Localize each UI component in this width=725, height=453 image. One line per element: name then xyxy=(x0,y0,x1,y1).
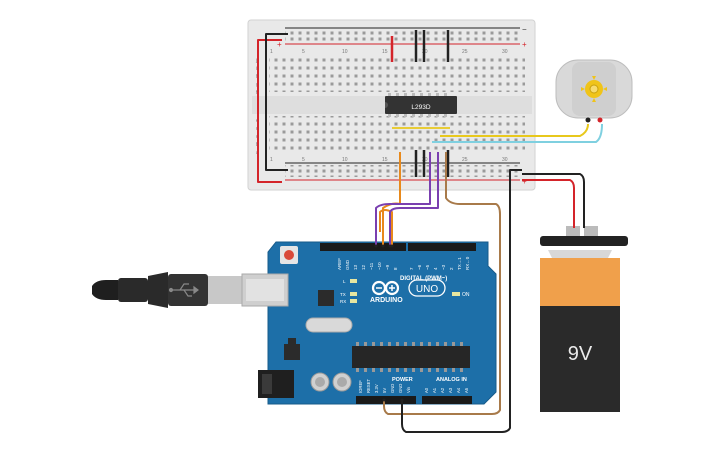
rail-minus-label: − xyxy=(522,25,527,34)
pin-label: A5 xyxy=(464,387,469,393)
pin-label: A4 xyxy=(456,387,461,393)
rail-plus-label: + xyxy=(522,40,527,49)
digital-label: DIGITAL (PWM~) xyxy=(400,276,447,282)
voltage-regulator xyxy=(284,344,300,360)
pin-label: GND xyxy=(398,384,403,393)
battery-9v[interactable]: 9V xyxy=(540,226,628,412)
rail-plus-label-left: + xyxy=(277,40,282,49)
dc-motor-icon[interactable] xyxy=(555,59,633,123)
atmega-microcontroller xyxy=(352,342,470,372)
digital-pin-header[interactable] xyxy=(320,243,476,251)
pin-label: A3 xyxy=(448,387,453,393)
reset-button[interactable] xyxy=(280,246,298,264)
usb-icon xyxy=(168,283,199,297)
column-number: 10 xyxy=(342,49,348,55)
rx-led xyxy=(350,299,357,303)
pin-label: 13 xyxy=(353,264,358,270)
column-number: 1 xyxy=(270,49,273,55)
terminal-strip-top[interactable] xyxy=(269,54,525,92)
chip-label: L293D xyxy=(411,104,430,111)
pin-label: 7 xyxy=(409,267,414,270)
dc-power-jack[interactable] xyxy=(258,370,294,398)
analog-label: ANALOG IN xyxy=(436,377,467,383)
wire-black-left-rail[interactable] xyxy=(265,33,288,171)
column-number: 15 xyxy=(382,157,388,163)
wire-orange[interactable] xyxy=(379,152,401,246)
l293d-chip[interactable]: L293D xyxy=(385,93,457,117)
battery-voltage-label: 9V xyxy=(568,343,593,365)
arduino-logo-text: ARDUINO xyxy=(370,297,403,304)
pin-label: GND xyxy=(390,384,395,393)
pin-label: ~9 xyxy=(385,264,390,270)
power-led xyxy=(452,292,460,296)
wire-motor-cyan[interactable] xyxy=(432,123,603,143)
pin-label: 3.3V xyxy=(374,384,379,393)
column-number: 30 xyxy=(502,49,508,55)
column-number: 30 xyxy=(502,157,508,163)
wire-motor-yellow[interactable] xyxy=(440,123,589,137)
pin-label: ~6 xyxy=(417,264,422,270)
usb-cable xyxy=(92,272,242,308)
column-number: 25 xyxy=(462,49,468,55)
wire-red-left-rail[interactable] xyxy=(257,39,282,183)
pin-label: A0 xyxy=(424,387,429,393)
pin-label: 5V xyxy=(382,388,387,393)
row-letter: j xyxy=(255,58,257,64)
wire-black-gnd[interactable] xyxy=(401,169,522,433)
pin-label: TX→1 xyxy=(457,257,462,270)
wires xyxy=(257,33,603,433)
on-label: ON xyxy=(462,292,470,298)
pin-label: Vin xyxy=(406,386,411,393)
column-number: 15 xyxy=(382,49,388,55)
pin-label: ~11 xyxy=(369,262,374,270)
pin-label: RESET xyxy=(366,379,371,393)
rx-led-label: RX xyxy=(340,299,346,304)
column-number: 1 xyxy=(270,157,273,163)
pin-label: RX←0 xyxy=(465,256,470,270)
crystal-oscillator xyxy=(305,317,353,333)
pin-label: IOREF xyxy=(358,380,363,393)
tx-led xyxy=(350,292,357,296)
uno-text: UNO xyxy=(416,284,438,295)
pin-label: ~3 xyxy=(441,264,446,270)
rail-plus-label-bottom: + xyxy=(522,177,527,186)
pin-label: 12 xyxy=(361,264,366,270)
column-number: 10 xyxy=(342,157,348,163)
l-led xyxy=(350,279,357,283)
l-led-label: L xyxy=(343,279,346,284)
pin-label: GND xyxy=(345,259,350,270)
column-number: 5 xyxy=(302,49,305,55)
breadboard-jumpers xyxy=(390,30,450,177)
power-pin-header[interactable] xyxy=(356,396,416,404)
top-power-rail[interactable]: − + + xyxy=(277,25,527,49)
column-number: 25 xyxy=(462,157,468,163)
wire-brown[interactable] xyxy=(383,152,501,415)
column-number: 5 xyxy=(302,157,305,163)
pin-label: A1 xyxy=(432,387,437,393)
bottom-power-rail[interactable]: + xyxy=(285,162,527,186)
uno-badge: UNO xyxy=(408,279,446,297)
pin-label: 4 xyxy=(433,267,438,270)
wire-battery-red[interactable] xyxy=(522,179,575,228)
arduino-uno-board[interactable]: AREF GND 13 12 ~11 ~10 ~9 8 7 ~6 ~5 4 ~3… xyxy=(92,241,497,405)
tx-led-label: TX xyxy=(340,292,346,297)
row-letter: i xyxy=(256,66,257,72)
power-label: POWER xyxy=(392,377,413,383)
pin-label: 8 xyxy=(393,267,398,270)
pin-label: A2 xyxy=(440,387,445,393)
pin-label: ~10 xyxy=(377,262,382,270)
wire-purple-2[interactable] xyxy=(389,152,439,246)
pin-label: ~5 xyxy=(425,264,430,270)
analog-pin-header[interactable] xyxy=(422,396,472,404)
wire-purple[interactable] xyxy=(375,152,431,246)
pin-label: AREF xyxy=(337,258,342,270)
pin-label: 2 xyxy=(449,267,454,270)
arduino-logo: ARDUINO xyxy=(370,280,403,304)
breadboard[interactable]: − + + + j i h g f e d c b a xyxy=(247,19,536,191)
usb-interface-chip xyxy=(318,290,334,306)
wire-battery-black[interactable] xyxy=(522,173,585,228)
